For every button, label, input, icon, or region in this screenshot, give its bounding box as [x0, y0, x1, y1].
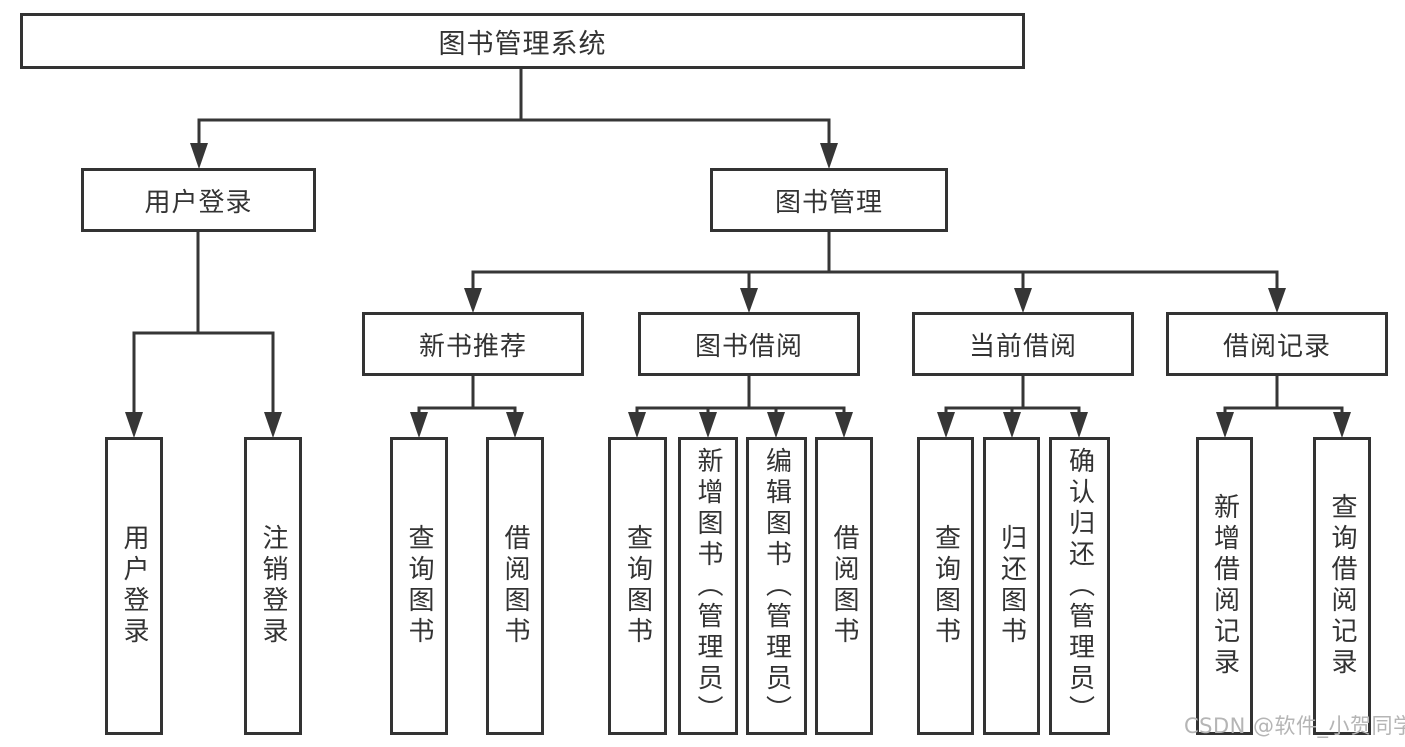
- leaf-return-books: 归还图书: [983, 437, 1040, 735]
- leaf-user-login-label: 用户登录: [119, 524, 149, 648]
- edge-current-borrow-to-children: [937, 375, 1088, 438]
- edge-borrow-records-to-children: [1216, 375, 1351, 438]
- leaf-query-books-recommend-label: 查询图书: [404, 524, 434, 648]
- leaf-query-books-current-label: 查询图书: [930, 524, 961, 648]
- leaf-user-login: 用户登录: [105, 437, 163, 735]
- leaf-return-books-label: 归还图书: [996, 524, 1027, 648]
- leaf-edit-books-admin-label: 编辑图书（管理员）: [761, 446, 792, 726]
- leaf-query-borrow-record: 查询借阅记录: [1313, 437, 1371, 735]
- leaf-logout: 注销登录: [244, 437, 302, 735]
- node-user-login: 用户登录: [81, 168, 316, 232]
- node-library-management-system: 图书管理系统: [20, 13, 1025, 69]
- leaf-query-books-current: 查询图书: [917, 437, 974, 735]
- leaf-borrow-books: 借阅图书: [815, 437, 873, 735]
- edge-root-to-level2: [190, 68, 838, 169]
- leaf-add-books-admin-label: 新增图书（管理员）: [693, 446, 723, 726]
- leaf-confirm-return-admin: 确认归还（管理员）: [1049, 437, 1110, 735]
- edge-book-borrow-to-children: [628, 375, 853, 438]
- leaf-confirm-return-admin-label: 确认归还（管理员）: [1064, 446, 1095, 726]
- node-borrow-records: 借阅记录: [1166, 312, 1388, 376]
- leaf-logout-label: 注销登录: [258, 524, 288, 648]
- leaf-edit-books-admin: 编辑图书（管理员）: [746, 437, 807, 735]
- node-book-borrow: 图书借阅: [638, 312, 860, 376]
- leaf-borrow-books-recommend: 借阅图书: [486, 437, 544, 735]
- leaf-borrow-books-label: 借阅图书: [829, 524, 859, 648]
- csdn-watermark: CSDN @软件_小贺同学: [1184, 714, 1405, 738]
- edge-book-management-to-level3: [464, 231, 1286, 313]
- node-book-management: 图书管理: [710, 168, 948, 232]
- leaf-query-books-borrow: 查询图书: [608, 437, 667, 735]
- node-new-book-recommend: 新书推荐: [362, 312, 584, 376]
- leaf-add-borrow-record: 新增借阅记录: [1196, 437, 1253, 735]
- leaf-query-books-borrow-label: 查询图书: [622, 524, 653, 648]
- node-current-borrow: 当前借阅: [912, 312, 1134, 376]
- edge-user-login-to-children: [125, 231, 282, 438]
- leaf-query-borrow-record-label: 查询借阅记录: [1327, 493, 1357, 679]
- leaf-borrow-books-recommend-label: 借阅图书: [500, 524, 530, 648]
- leaf-add-borrow-record-label: 新增借阅记录: [1209, 493, 1240, 679]
- edge-new-book-recommend-to-children: [410, 375, 524, 438]
- leaf-add-books-admin: 新增图书（管理员）: [678, 437, 738, 735]
- leaf-query-books-recommend: 查询图书: [390, 437, 448, 735]
